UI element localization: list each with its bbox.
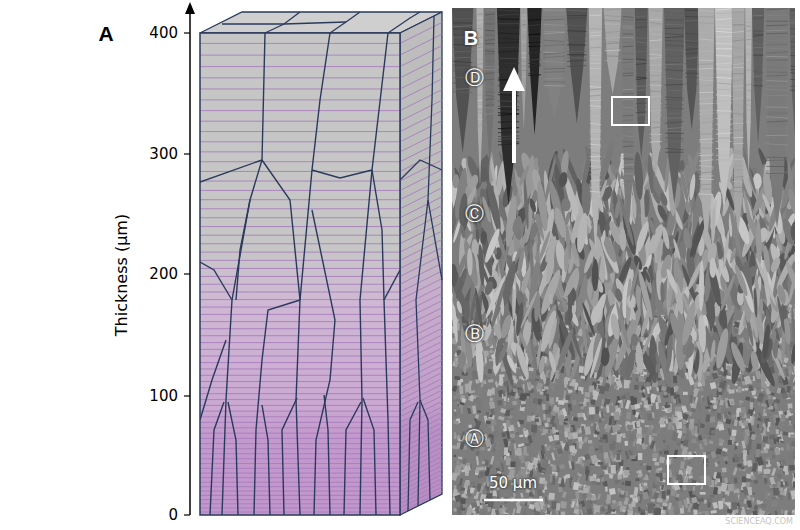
figure: A4003002001000Thickness (μm)BⒹⒸⒷⒶ50 μmSC… [0,0,800,530]
